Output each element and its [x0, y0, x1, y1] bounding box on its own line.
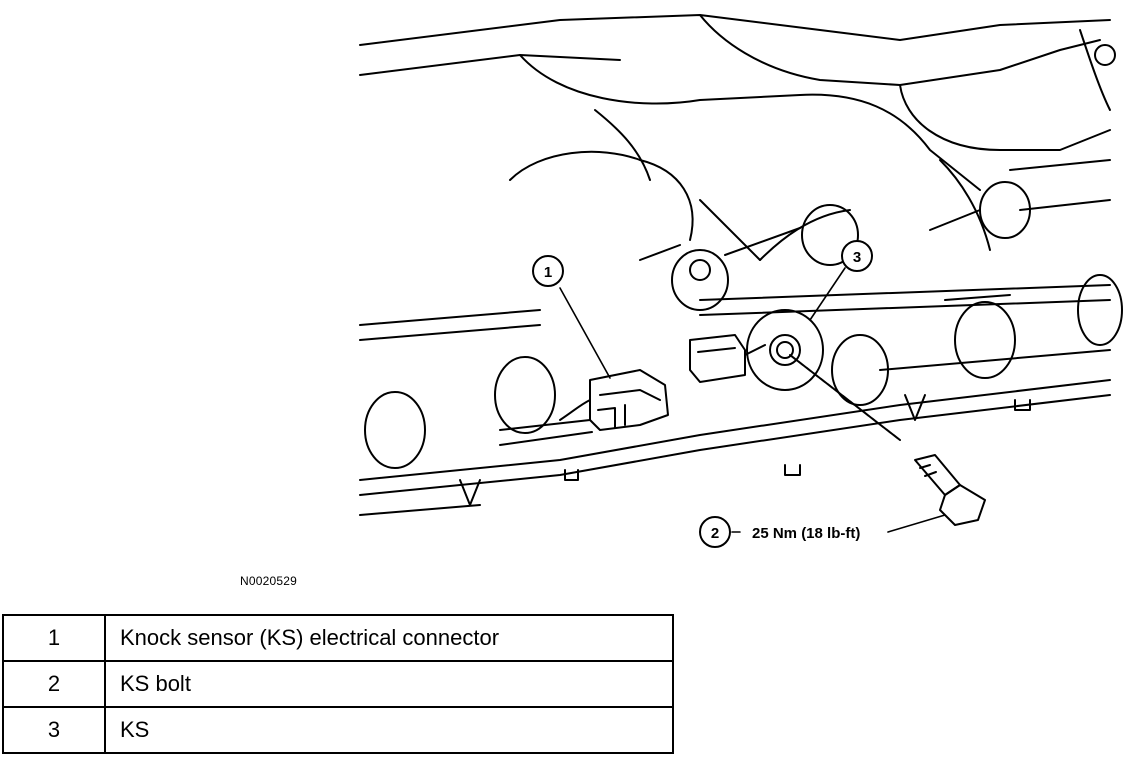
knock-sensor-drawing — [689, 309, 824, 391]
figure-id: N0020529 — [240, 574, 297, 588]
intake-manifold-drawing — [359, 14, 1116, 261]
legend-number: 3 — [2, 706, 106, 754]
table-row: 1 Knock sensor (KS) electrical connector — [2, 614, 674, 662]
callout-3: 3 — [841, 240, 873, 272]
legend-number: 2 — [2, 660, 106, 708]
ks-electrical-connector-drawing — [499, 369, 669, 446]
legend-description: KS — [104, 706, 674, 754]
torque-spec-label: 25 Nm (18 lb-ft) — [752, 525, 860, 542]
ks-bolt-drawing — [789, 354, 986, 526]
engine-block-drawing — [359, 284, 1111, 516]
cylinder-bosses — [364, 181, 1123, 469]
legend-table: 1 Knock sensor (KS) electrical connector… — [2, 614, 674, 754]
svg-text:1: 1 — [544, 264, 552, 281]
legend-number: 1 — [2, 614, 106, 662]
leader-lines — [559, 267, 946, 533]
legend-description: KS bolt — [104, 660, 674, 708]
table-row: 3 KS — [2, 706, 674, 754]
svg-text:2: 2 — [711, 525, 719, 542]
callout-1: 1 — [532, 255, 564, 287]
svg-text:3: 3 — [853, 249, 861, 266]
knock-sensor-illustration: 1 3 2 25 Nm (18 lb-ft) — [359, 14, 1123, 548]
table-row: 2 KS bolt — [2, 660, 674, 708]
callout-2: 2 — [699, 516, 731, 548]
legend-description: Knock sensor (KS) electrical connector — [104, 614, 674, 662]
